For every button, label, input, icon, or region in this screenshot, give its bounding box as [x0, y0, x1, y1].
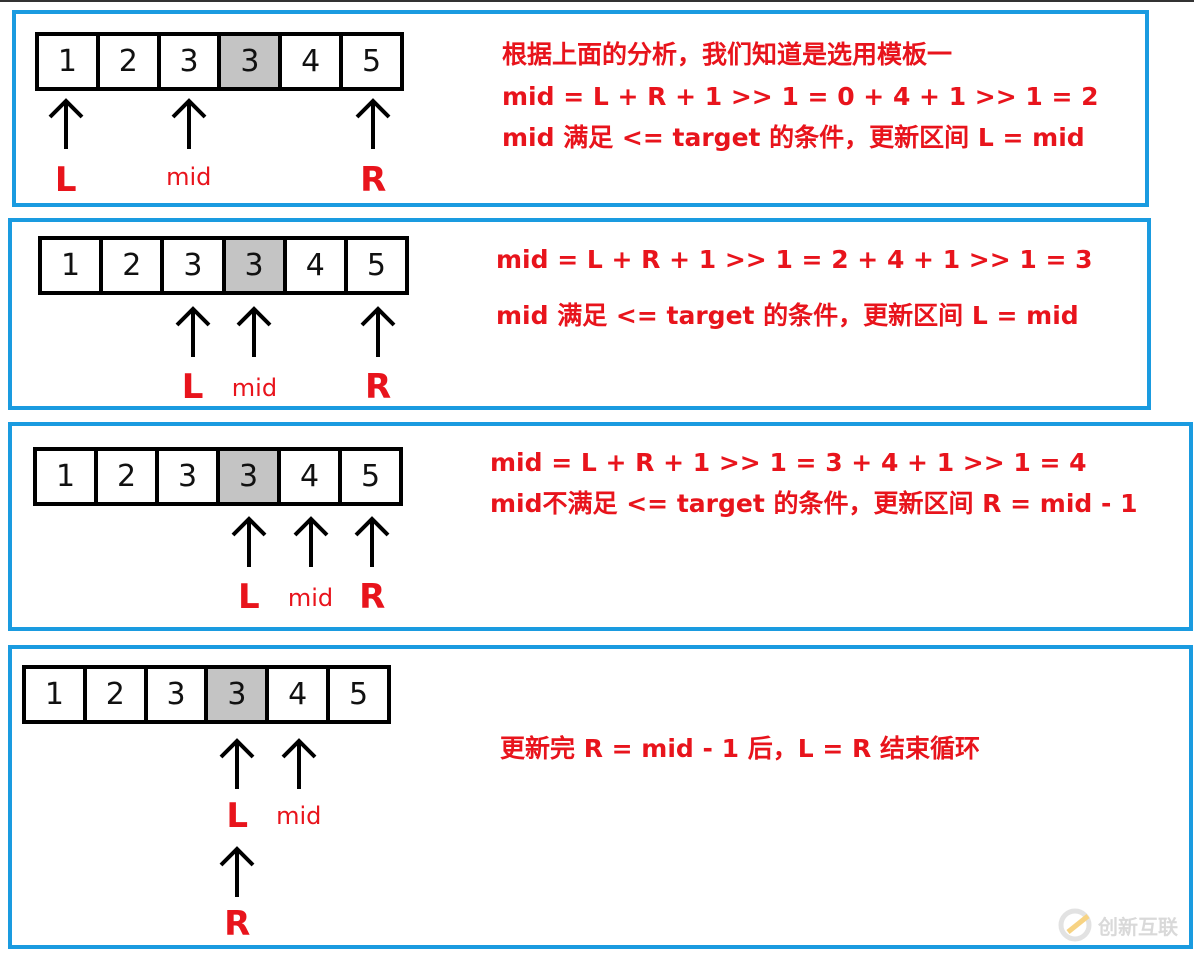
- explanation-line: mid 满足 <= target 的条件，更新区间 L = mid: [502, 123, 1085, 152]
- watermark: 创新互联: [1058, 908, 1178, 942]
- up-arrow-icon: [169, 97, 209, 151]
- pointer-label-l: L: [54, 160, 77, 200]
- array-cell: 4: [286, 240, 348, 291]
- pointer-label-r: R: [224, 904, 251, 944]
- watermark-logo-icon: [1058, 908, 1092, 942]
- array-cell: 2: [103, 240, 165, 291]
- watermark-text: 创新互联: [1098, 914, 1178, 939]
- array-cell: 5: [330, 669, 387, 720]
- explanation-line: mid = L + R + 1 >> 1 = 2 + 4 + 1 >> 1 = …: [496, 245, 1093, 274]
- array-cell: 3: [147, 669, 209, 720]
- pointer-label-mid: mid: [231, 374, 278, 402]
- array-cell: 1: [42, 240, 104, 291]
- top-edge-line: [0, 0, 1194, 2]
- array-cell: 5: [342, 451, 399, 502]
- array-cell: 3: [208, 669, 270, 720]
- pointer-label-mid: mid: [166, 163, 212, 191]
- up-arrow-icon: [217, 845, 257, 899]
- up-arrow-icon: [358, 305, 398, 359]
- array-cell: 3: [220, 451, 281, 502]
- array-cell: 3: [160, 36, 222, 87]
- array-cell: 5: [347, 240, 406, 291]
- pointer-label-l: L: [226, 796, 249, 836]
- pointer-label-mid: mid: [276, 802, 322, 830]
- array-cell: 3: [159, 451, 220, 502]
- up-arrow-icon: [291, 515, 331, 569]
- pointer-label-l: L: [181, 367, 204, 407]
- array-cell: 2: [98, 451, 159, 502]
- up-arrow-icon: [173, 305, 213, 359]
- pointer-label-r: R: [359, 577, 386, 617]
- array-cell: 1: [37, 451, 98, 502]
- array-cell: 3: [221, 36, 283, 87]
- array-cell: 1: [39, 36, 100, 87]
- up-arrow-icon: [46, 97, 86, 151]
- explanation-line: 更新完 R = mid - 1 后，L = R 结束循环: [500, 734, 980, 763]
- explanation-line: 根据上面的分析，我们知道是选用模板一: [502, 40, 953, 69]
- explanation-line: mid不满足 <= target 的条件，更新区间 R = mid - 1: [490, 489, 1138, 518]
- array-cell: 4: [269, 669, 331, 720]
- array-cell: 1: [26, 669, 87, 720]
- explanation-line: mid = L + R + 1 >> 1 = 3 + 4 + 1 >> 1 = …: [490, 448, 1087, 477]
- up-arrow-icon: [352, 515, 392, 569]
- array-cell: 5: [343, 36, 400, 87]
- array-cell: 4: [282, 36, 344, 87]
- up-arrow-icon: [353, 97, 393, 151]
- array-cell: 2: [86, 669, 148, 720]
- pointer-label-mid: mid: [287, 584, 334, 612]
- up-arrow-icon: [217, 737, 257, 791]
- up-arrow-icon: [279, 737, 319, 791]
- array-cell: 3: [225, 240, 287, 291]
- pointer-label-r: R: [360, 160, 387, 200]
- array-cell: 2: [99, 36, 161, 87]
- explanation-line: mid = L + R + 1 >> 1 = 0 + 4 + 1 >> 1 = …: [502, 82, 1099, 111]
- explanation-line: mid 满足 <= target 的条件，更新区间 L = mid: [496, 301, 1079, 330]
- pointer-label-r: R: [364, 367, 392, 407]
- array-cell: 4: [281, 451, 342, 502]
- pointer-label-l: L: [237, 577, 260, 617]
- up-arrow-icon: [234, 305, 274, 359]
- up-arrow-icon: [229, 515, 269, 569]
- array-cell: 3: [164, 240, 226, 291]
